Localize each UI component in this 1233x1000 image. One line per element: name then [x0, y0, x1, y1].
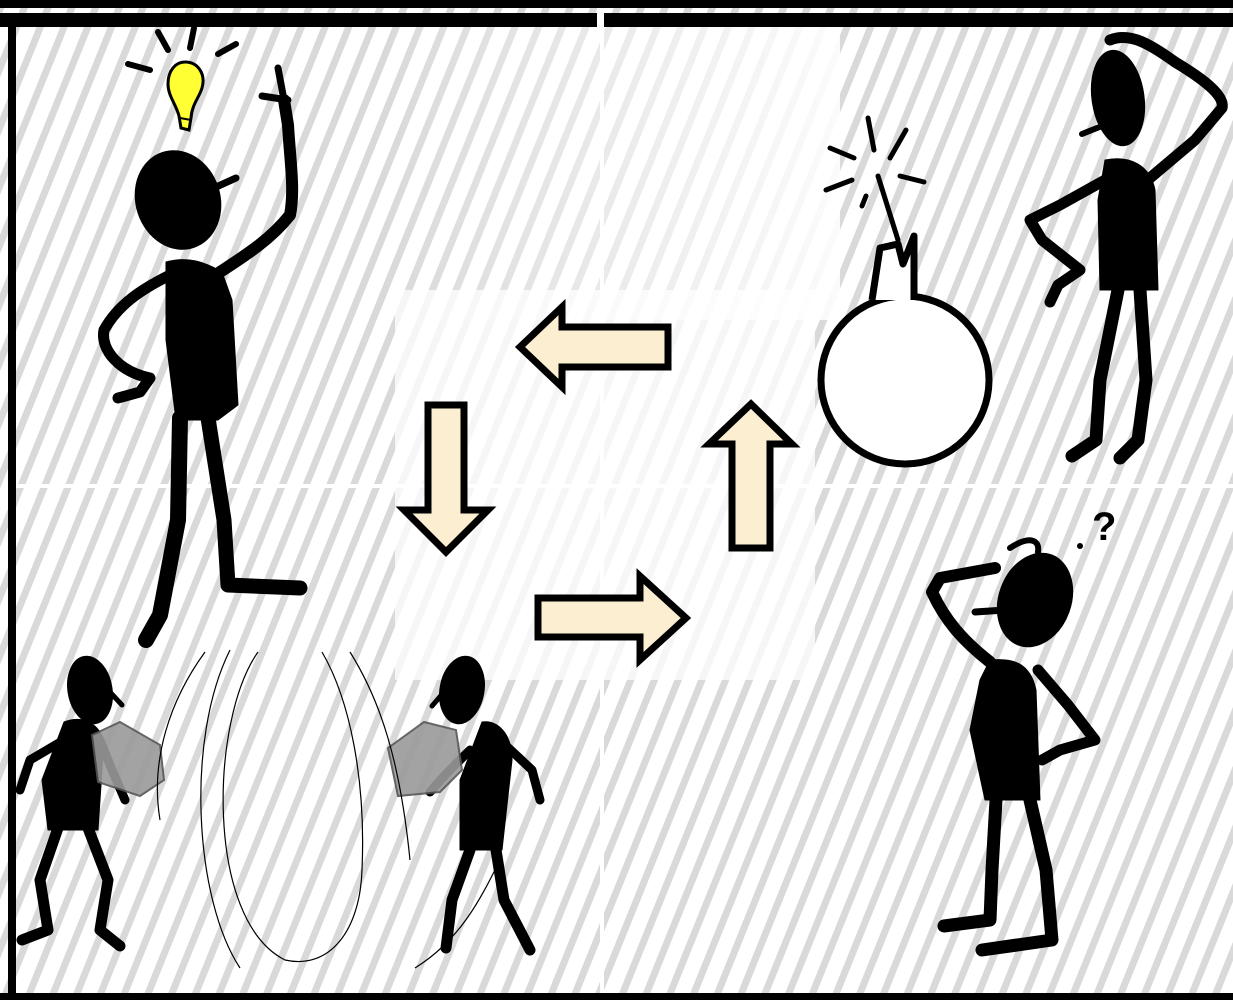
- thought-dot: [1077, 543, 1083, 549]
- background-highlight: [380, 20, 840, 320]
- question-mark: ?: [1092, 505, 1116, 549]
